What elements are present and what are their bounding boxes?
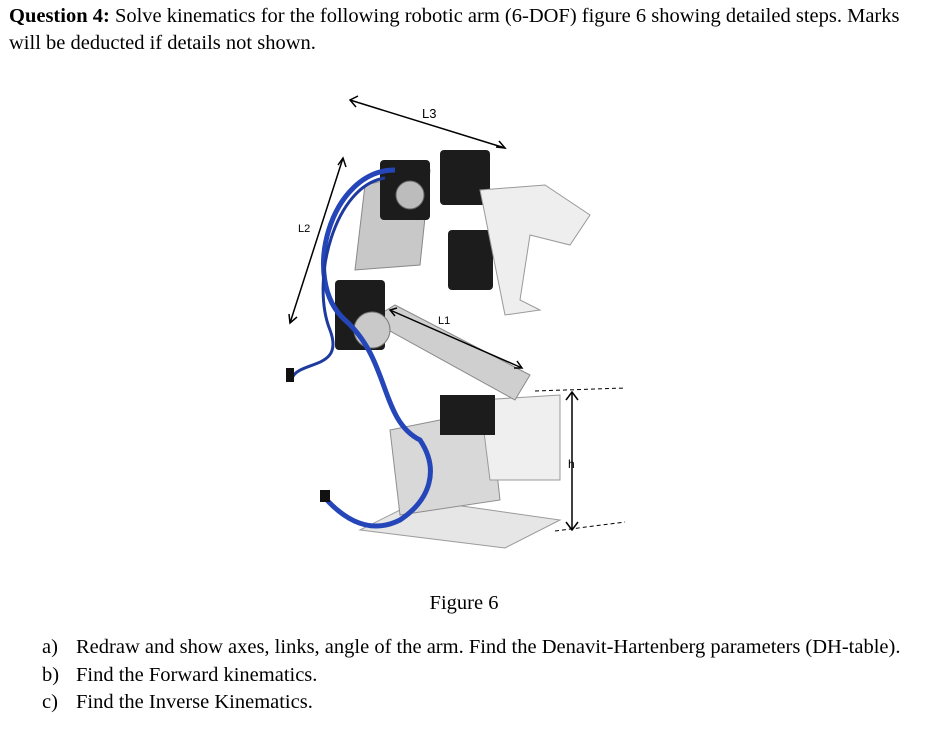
wrist-servo bbox=[440, 150, 490, 205]
lower-link bbox=[368, 304, 531, 401]
item-a-text: Redraw and show axes, links, angle of th… bbox=[76, 636, 901, 658]
question-text: Question 4: Solve kinematics for the fol… bbox=[9, 3, 909, 57]
base-servo bbox=[440, 395, 495, 435]
gripper bbox=[479, 184, 591, 316]
item-b-text: Find the Forward kinematics. bbox=[76, 664, 318, 686]
item-c-text: Find the Inverse Kinematics. bbox=[76, 691, 313, 713]
l1-label: L1 bbox=[438, 315, 450, 327]
question-label: Question 4: bbox=[9, 5, 110, 27]
l2-label: L2 bbox=[298, 223, 310, 235]
item-b: b) Find the Forward kinematics. bbox=[42, 662, 912, 689]
robot-arm-figure: L3 L2 L1 h bbox=[270, 90, 640, 560]
h-top-dash bbox=[534, 387, 626, 392]
figure-caption: Figure 6 bbox=[429, 592, 499, 614]
cable-left-2 bbox=[290, 176, 386, 379]
item-c: c) Find the Inverse Kinematics. bbox=[42, 689, 912, 716]
l2-arrow bbox=[289, 157, 344, 324]
h-label: h bbox=[568, 457, 575, 471]
item-b-label: b) bbox=[42, 664, 60, 686]
item-a-label: a) bbox=[42, 636, 58, 658]
item-a: a) Redraw and show axes, links, angle of… bbox=[42, 634, 912, 661]
h-bottom-dash bbox=[554, 521, 626, 532]
l1-arrow bbox=[389, 309, 523, 369]
wrist-servo-2 bbox=[448, 230, 493, 290]
cable-left bbox=[321, 167, 433, 529]
l3-label: L3 bbox=[422, 106, 436, 121]
question-items: a) Redraw and show axes, links, angle of… bbox=[42, 634, 912, 716]
item-c-label: c) bbox=[42, 691, 58, 713]
l3-arrow bbox=[349, 99, 506, 149]
base-bracket-right bbox=[479, 394, 561, 481]
question-body: Solve kinematics for the following robot… bbox=[9, 5, 900, 54]
